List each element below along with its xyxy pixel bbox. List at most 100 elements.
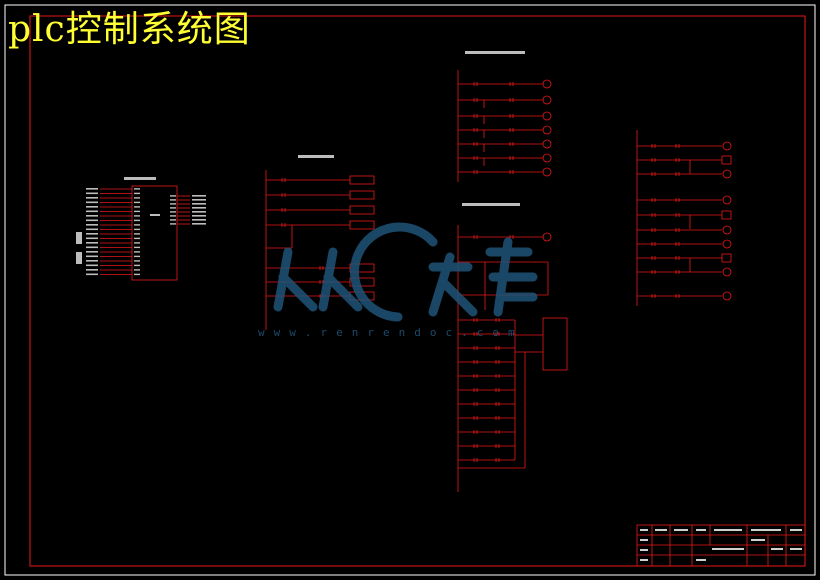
plc-output-wires [177, 195, 190, 225]
input-group-mark [76, 232, 82, 244]
coil-symbol [722, 267, 732, 277]
input-group-mark [76, 252, 82, 264]
coil-symbol [542, 167, 552, 177]
input-label-mark [86, 197, 98, 199]
coil-symbol [542, 125, 552, 135]
input-terminal-mark [134, 246, 140, 249]
ladder-center-top-rungs [458, 79, 552, 177]
output-label-mark [192, 215, 206, 217]
input-terminal-mark [134, 206, 140, 208]
output-block [349, 205, 375, 215]
input-label-mark [86, 233, 98, 235]
input-label-mark [86, 192, 98, 195]
ladder-right-rungs [637, 141, 732, 301]
plc-model-mark [150, 214, 160, 216]
coil-symbol [722, 225, 732, 235]
output-label-mark [192, 219, 206, 221]
output-terminal-mark [170, 219, 176, 221]
ladder-center-bottom-rungs [458, 232, 552, 469]
input-terminal-mark [134, 192, 140, 195]
input-terminal-mark [134, 210, 140, 213]
output-terminal-mark [170, 195, 176, 197]
input-terminal-mark [134, 188, 140, 190]
input-terminal-mark [134, 228, 140, 231]
output-block [349, 220, 375, 230]
coil-symbol [542, 79, 552, 89]
input-label-mark [86, 210, 98, 213]
page-title: plc控制系统图 [8, 9, 251, 50]
output-block [349, 263, 375, 273]
coil-symbol [542, 95, 552, 105]
input-label-mark [86, 224, 98, 226]
ladder-right [636, 130, 732, 306]
output-terminal-mark [170, 223, 176, 225]
output-label-mark [192, 211, 206, 213]
input-terminal-mark [134, 260, 140, 262]
output-label-mark [192, 195, 206, 197]
coil-symbol [722, 169, 732, 179]
input-terminal-mark [134, 215, 140, 217]
input-terminal-mark [134, 224, 140, 226]
input-terminal-mark [134, 197, 140, 199]
output-terminal-mark [170, 215, 176, 217]
plc-io-labels [76, 188, 206, 276]
ladder-center-top [457, 70, 552, 182]
ladder-center-bottom [457, 225, 568, 492]
output-label-mark [192, 223, 206, 225]
input-terminal-mark [134, 264, 140, 267]
input-label-mark [86, 273, 98, 276]
plc-input-wires [100, 188, 132, 275]
coil-symbol [722, 141, 732, 151]
input-terminal-mark [134, 219, 140, 222]
coil-symbol [722, 239, 732, 249]
inner-frame [29, 15, 806, 567]
input-label-mark [86, 206, 98, 208]
input-label-mark [86, 188, 98, 190]
input-label-mark [86, 215, 98, 217]
title-block-text [640, 529, 802, 561]
input-terminal-mark [134, 273, 140, 276]
input-label-mark [86, 251, 98, 253]
output-block [349, 277, 375, 287]
input-label-mark [86, 237, 98, 240]
plc-box [131, 185, 178, 281]
output-label-mark [192, 199, 206, 201]
input-label-mark [86, 269, 98, 271]
title-block [636, 524, 806, 567]
input-label-mark [86, 260, 98, 262]
coil-symbol [722, 195, 732, 205]
input-label-mark [86, 246, 98, 249]
input-label-mark [86, 219, 98, 222]
plc-io-diagram [100, 185, 190, 281]
coil-symbol [542, 139, 552, 149]
outer-frame [4, 4, 816, 576]
input-label-mark [86, 228, 98, 231]
input-terminal-mark [134, 237, 140, 240]
output-terminal-mark [170, 207, 176, 209]
input-label-mark [86, 201, 98, 204]
output-terminal-mark [170, 199, 176, 201]
section-headings [124, 51, 525, 206]
output-block [349, 190, 375, 200]
output-block [349, 175, 375, 185]
coil-symbol [722, 291, 732, 301]
coil-symbol [542, 111, 552, 121]
input-label-mark [86, 242, 98, 244]
input-label-mark [86, 255, 98, 258]
input-terminal-mark [134, 251, 140, 253]
input-terminal-mark [134, 242, 140, 244]
timer-block [542, 317, 568, 371]
output-block [721, 210, 732, 220]
input-terminal-mark [134, 269, 140, 271]
watermark-url: www.renrendoc.com [258, 326, 524, 339]
output-terminal-mark [170, 203, 176, 205]
coil-symbol [542, 153, 552, 163]
input-label-mark [86, 264, 98, 267]
output-terminal-mark [170, 211, 176, 213]
input-terminal-mark [134, 201, 140, 204]
output-label-mark [192, 207, 206, 209]
watermark-logo [273, 222, 538, 322]
output-block [721, 155, 732, 165]
output-block [721, 253, 732, 263]
